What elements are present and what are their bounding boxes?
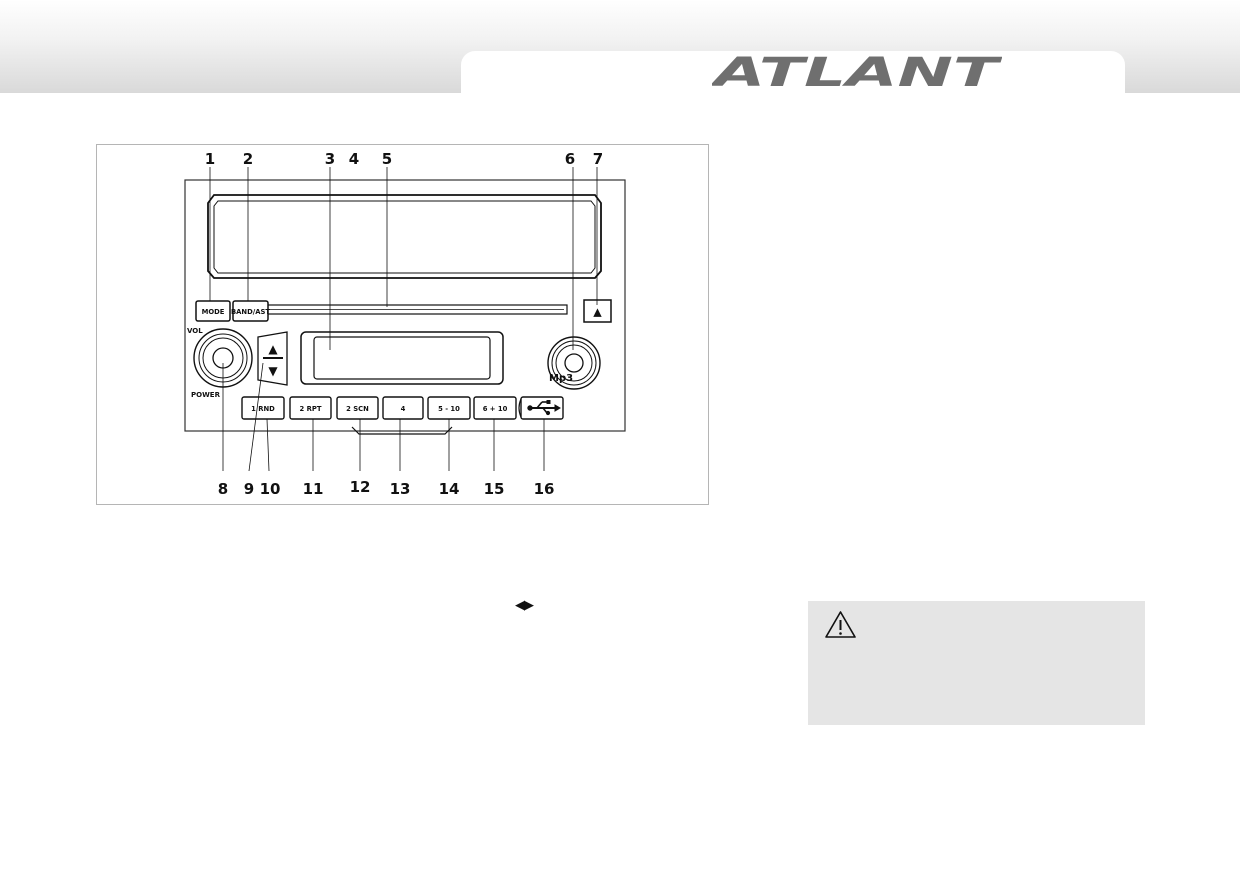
callout-5: 5 bbox=[382, 150, 392, 168]
preset-bracket bbox=[351, 426, 453, 435]
tune-up-icon: ▲ bbox=[268, 342, 278, 356]
brand-text: ATLANT bbox=[712, 54, 1002, 90]
left-right-arrows-icon: ◀▶ bbox=[515, 598, 534, 613]
lcd-display bbox=[313, 336, 491, 380]
callout-7: 7 bbox=[593, 150, 603, 168]
preset-5-label: 5 - 10 bbox=[438, 405, 460, 413]
callout-10: 10 bbox=[260, 480, 281, 498]
eject-icon: ▲ bbox=[593, 306, 602, 319]
radio-diagram: MODE BAND/AST ▲ VOL POWER ▲ ▼ Mp3 1 RND … bbox=[184, 150, 626, 498]
callout-6: 6 bbox=[565, 150, 575, 168]
brand-tab bbox=[461, 51, 1125, 97]
callout-11: 11 bbox=[303, 480, 324, 498]
preset-4-button[interactable] bbox=[382, 396, 424, 420]
upper-display-inner bbox=[213, 200, 596, 274]
callout-15: 15 bbox=[484, 480, 505, 498]
upper-display-window bbox=[207, 194, 602, 279]
callout-16: 16 bbox=[534, 480, 555, 498]
callout-13: 13 bbox=[390, 480, 411, 498]
vol-label: VOL bbox=[187, 327, 203, 335]
radio-diagram-figure: MODE BAND/AST ▲ VOL POWER ▲ ▼ Mp3 1 RND … bbox=[96, 144, 709, 505]
preset-1-rnd-button[interactable] bbox=[241, 396, 285, 420]
callout-3: 3 bbox=[325, 150, 335, 168]
preset-3-label: 2 SCN bbox=[346, 405, 369, 413]
tune-down-icon: ▼ bbox=[268, 364, 278, 378]
preset-2-rpt-button[interactable] bbox=[289, 396, 332, 420]
callout-1: 1 bbox=[205, 150, 215, 168]
mode-button[interactable] bbox=[195, 300, 231, 322]
callout-4: 4 bbox=[349, 150, 359, 168]
callout-8: 8 bbox=[218, 480, 228, 498]
eject-button[interactable] bbox=[583, 299, 612, 323]
usb-icon bbox=[527, 400, 561, 416]
callout-leader-lines bbox=[209, 167, 598, 472]
preset-6-button[interactable] bbox=[473, 396, 517, 420]
preset-3-scn-button[interactable] bbox=[336, 396, 379, 420]
preset-1-label: 1 RND bbox=[251, 405, 275, 413]
callout-14: 14 bbox=[439, 480, 460, 498]
atlant-logo: ATLANT bbox=[712, 54, 1002, 90]
preset-4-label: 4 bbox=[401, 405, 406, 413]
preset-6-label: 6 + 10 bbox=[483, 405, 508, 413]
power-label: POWER bbox=[191, 391, 221, 399]
mp3-label: Mp3 bbox=[549, 373, 573, 384]
band-ast-button-label: BAND/AST bbox=[231, 308, 270, 316]
callout-9: 9 bbox=[244, 480, 254, 498]
mode-button-label: MODE bbox=[202, 308, 225, 316]
preset-2-label: 2 RPT bbox=[300, 405, 322, 413]
warning-box bbox=[808, 601, 1145, 725]
band-ast-button[interactable] bbox=[232, 300, 269, 322]
callout-2: 2 bbox=[243, 150, 253, 168]
warning-triangle-icon bbox=[825, 611, 856, 638]
callout-12: 12 bbox=[350, 478, 371, 496]
